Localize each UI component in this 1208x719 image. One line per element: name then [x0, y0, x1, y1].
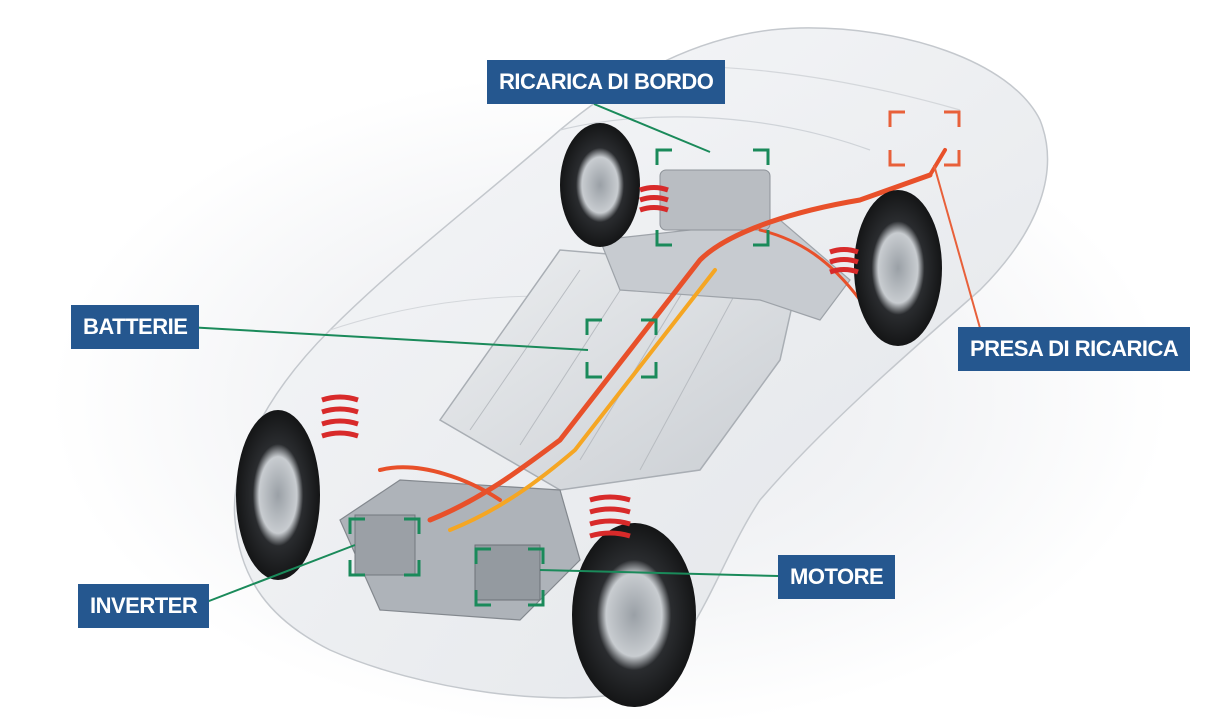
focus-bracket-presa-icon: [888, 110, 961, 167]
focus-bracket-inverter-icon: [348, 517, 421, 577]
leader-line-motore: [539, 569, 779, 577]
leader-line-ricarica: [593, 103, 711, 153]
label-inverter: INVERTER: [78, 584, 210, 628]
leader-line-inverter: [195, 544, 356, 607]
focus-bracket-ricarica-icon: [655, 148, 770, 247]
wheel-front-right-icon: [572, 523, 696, 707]
leader-line-batterie: [186, 326, 589, 351]
leader-lines: [186, 103, 779, 607]
label-presa-di-ricarica: PRESA DI RICARICA: [958, 327, 1191, 371]
label-ricarica-di-bordo: RICARICA DI BORDO: [487, 60, 726, 104]
wheel-rear-left-icon: [560, 123, 640, 247]
coil-spring-icon: [321, 185, 859, 539]
high-voltage-cable-icon: [378, 148, 947, 532]
focus-bracket-batterie-icon: [585, 318, 658, 379]
wheel-rear-right-icon: [854, 190, 942, 346]
wheel-front-left-icon: [236, 410, 320, 580]
label-motore: MOTORE: [778, 555, 896, 599]
leader-line-presa: [933, 164, 981, 329]
label-batterie: BATTERIE: [71, 305, 200, 349]
focus-bracket-motore-icon: [474, 547, 545, 607]
